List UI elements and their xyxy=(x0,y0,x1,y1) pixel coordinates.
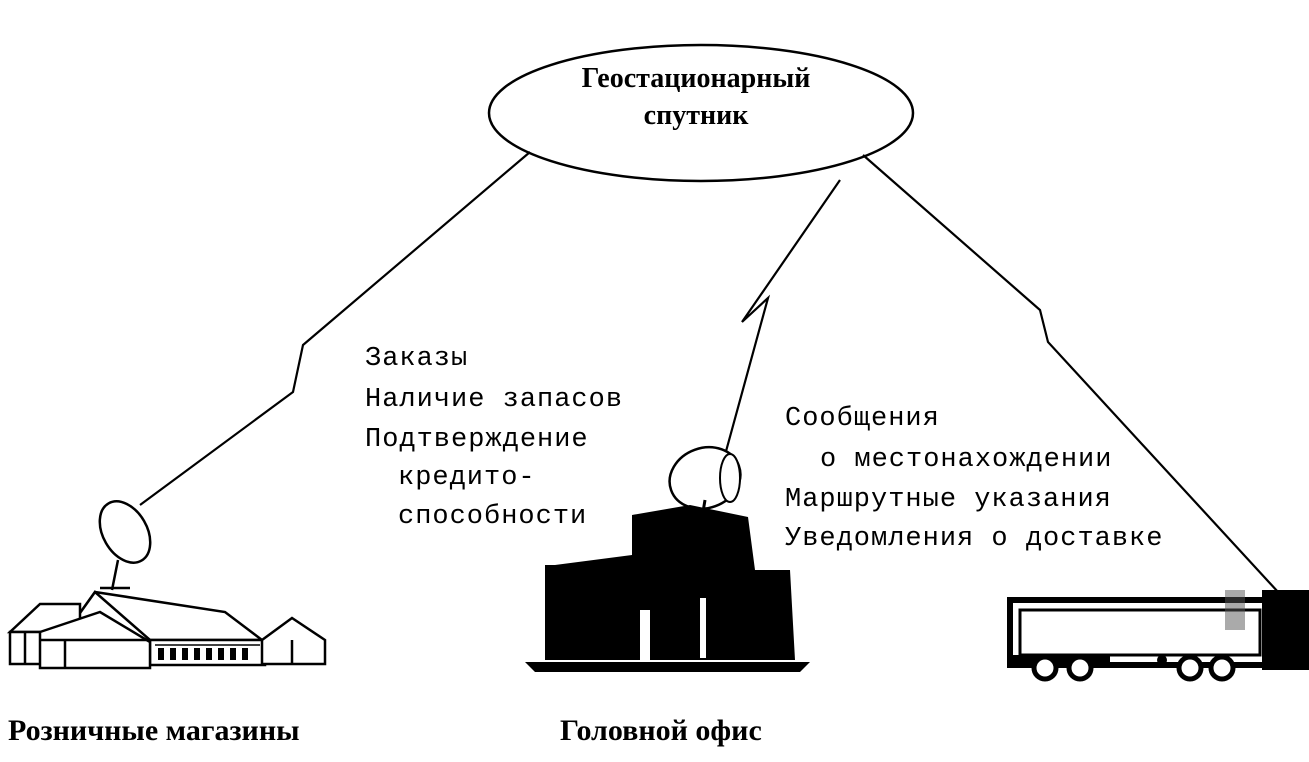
radio-links xyxy=(139,151,1291,606)
stores-message: способности xyxy=(398,502,587,532)
link-stores xyxy=(139,151,531,506)
satellite-node: Геостационарный спутник xyxy=(487,43,915,183)
truck-message: Маршрутные указания xyxy=(785,485,1112,515)
truck-icon xyxy=(1007,590,1309,682)
truck-message: Сообщения xyxy=(785,404,940,434)
stores-message: Наличие запасов xyxy=(365,385,623,415)
truck-message: Уведомления о доставке xyxy=(785,524,1163,554)
satellite-ellipse xyxy=(487,43,915,183)
retail-store-icon xyxy=(6,500,327,670)
stores-message: Заказы xyxy=(365,344,468,374)
link-head-office xyxy=(723,179,841,456)
satellite-label-line2: спутник xyxy=(644,100,750,131)
stores-message: кредито- xyxy=(398,463,536,493)
truck-message: о местонахождении xyxy=(820,445,1112,475)
link-truck xyxy=(862,154,1291,606)
head-office-label: Головной офис xyxy=(560,714,762,747)
head-office-icon xyxy=(525,445,810,672)
stores-message: Подтверждение xyxy=(365,425,589,455)
truck-messages: Сообщения о местонахождении Маршрутные у… xyxy=(785,404,1163,554)
satellite-label-line1: Геостационарный xyxy=(582,63,811,94)
stores-label: Розничные магазины xyxy=(8,714,300,747)
stores-messages: Заказы Наличие запасов Подтверждение кре… xyxy=(365,344,623,532)
